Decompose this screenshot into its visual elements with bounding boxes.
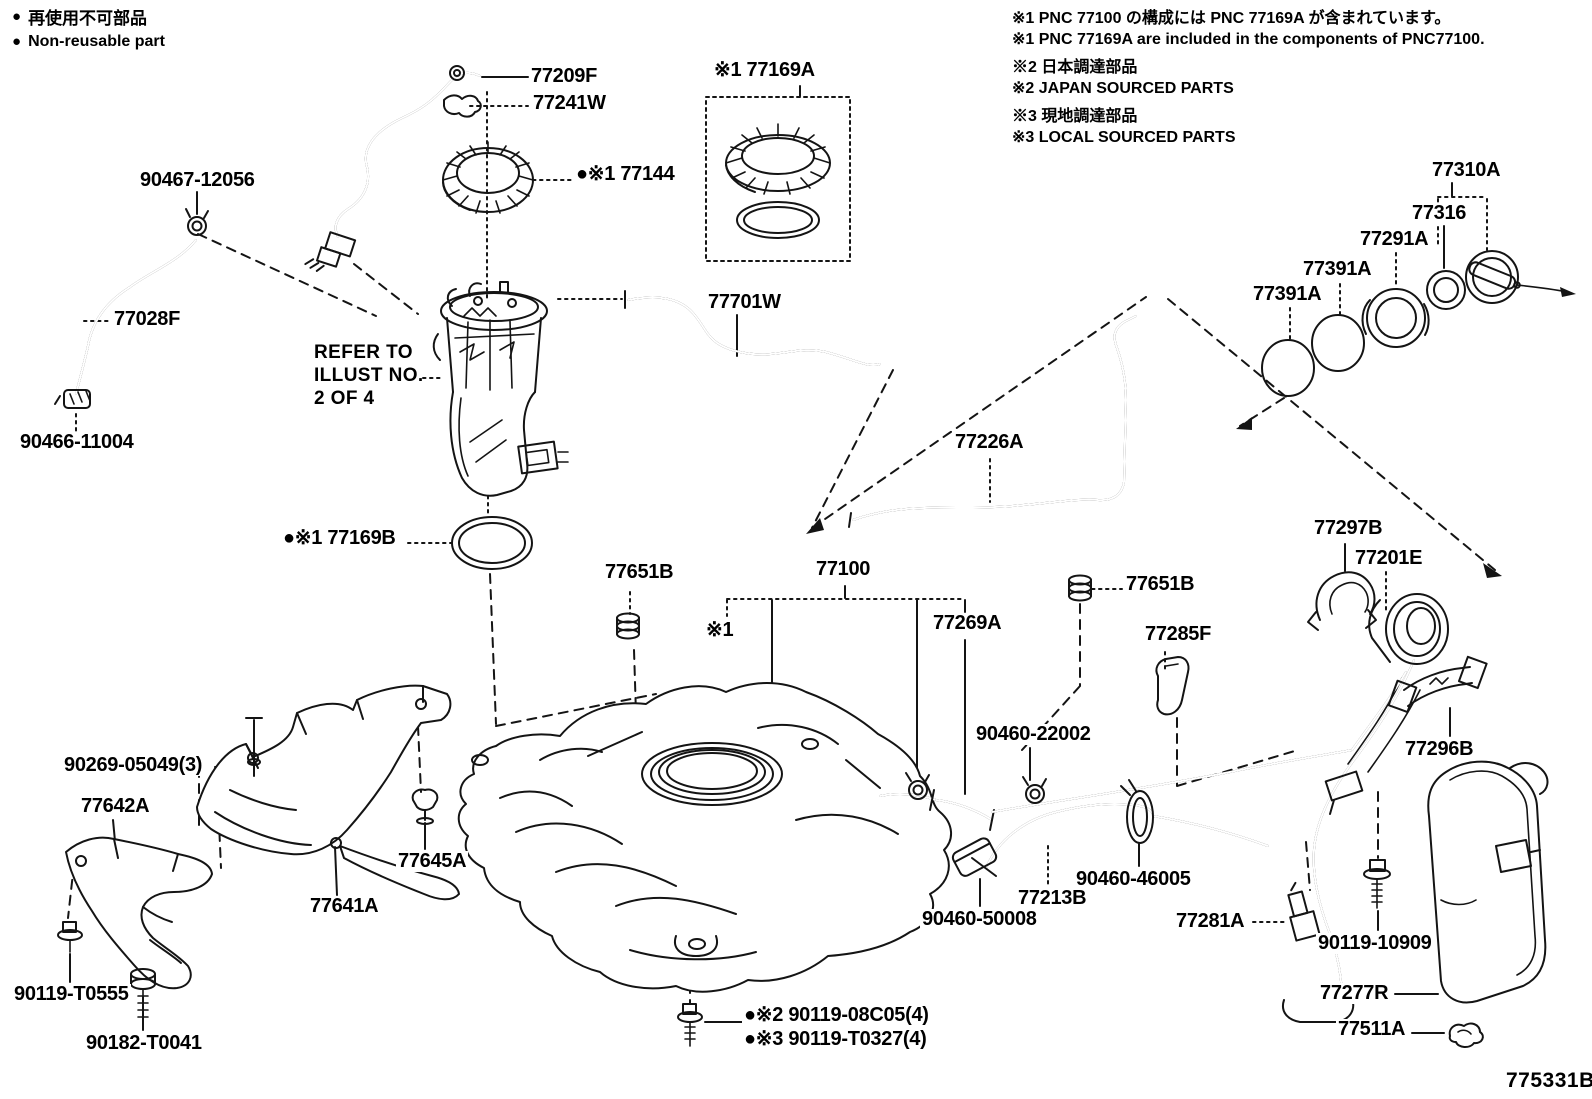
part-label-90119-t0555[interactable]: 90119-T0555: [12, 983, 131, 1005]
fuel-tank-art: [457, 682, 952, 993]
part-label-77169b[interactable]: ●※1 77169B: [281, 527, 398, 549]
note-line-6: ※3 LOCAL SOURCED PARTS: [1012, 128, 1236, 146]
part-label-90182-t0041[interactable]: 90182-T0041: [84, 1032, 204, 1054]
part-label-77310a[interactable]: 77310A: [1430, 159, 1503, 181]
refer-line-1: REFER TO: [314, 342, 413, 363]
part-label-77201e[interactable]: 77201E: [1353, 547, 1425, 569]
arrowheads: [806, 417, 1502, 578]
part-label-77277r[interactable]: 77277R: [1318, 982, 1391, 1004]
part-label-77209f[interactable]: 77209F: [529, 65, 600, 87]
part-label-90460-46005[interactable]: 90460-46005: [1074, 868, 1193, 890]
cap-parts-art: [1261, 250, 1576, 397]
construction-lines: [67, 233, 1496, 1005]
dotted-leaders: [75, 91, 1488, 923]
legend: ● 再使用不可部品 ● Non-reusable part: [12, 4, 165, 54]
refer-line-3: 2 OF 4: [314, 388, 375, 409]
part-label-77297b[interactable]: 77297B: [1312, 517, 1385, 539]
inset-box-art: [705, 96, 851, 262]
diagram-code: 775331B: [1506, 1069, 1592, 1092]
note-line-1: ※1 PNC 77100 の構成には PNC 77169A が含まれています。: [1012, 10, 1451, 27]
lock-ring-art: [442, 141, 534, 214]
legend-row-en: ● Non-reusable part: [12, 29, 165, 54]
part-label-77285f[interactable]: 77285F: [1143, 623, 1214, 645]
note-line-4: ※2 JAPAN SOURCED PARTS: [1012, 79, 1234, 97]
refer-note: REFER TO ILLUST NO. 2 OF 4: [314, 341, 424, 410]
part-label-77226a[interactable]: 77226A: [953, 431, 1026, 453]
gasket-ring-art: [451, 516, 533, 570]
part-label-77269a[interactable]: 77269A: [931, 612, 1004, 634]
heat-shield-art: [1427, 760, 1549, 1004]
hoses-art: [75, 65, 1353, 877]
note-line-2: ※1 PNC 77169A are included in the compon…: [1012, 30, 1485, 48]
note-line-3: ※2 日本調達部品: [1012, 59, 1138, 76]
part-label-ref-mark-1[interactable]: ※1: [704, 619, 736, 641]
legend-nonreusable-ja: 再使用不可部品: [28, 9, 148, 28]
part-label-77281a[interactable]: 77281A: [1174, 910, 1247, 932]
footnotes: ※1 PNC 77100 の構成には PNC 77169A が含まれています。 …: [1012, 4, 1485, 151]
part-label-90460-50008[interactable]: 90460-50008: [920, 908, 1039, 930]
part-label-90466-11004[interactable]: 90466-11004: [18, 431, 136, 453]
nonreusable-bullet-icon: ●: [12, 33, 22, 50]
part-label-90269-05049[interactable]: 90269-05049(3): [62, 754, 205, 776]
part-label-77169a[interactable]: ※1 77169A: [712, 59, 817, 81]
part-label-90460-22002[interactable]: 90460-22002: [974, 723, 1093, 745]
grommet-right-art: [1068, 574, 1092, 602]
part-label-77291a[interactable]: 77291A: [1358, 228, 1431, 250]
part-label-77651b-right[interactable]: 77651B: [1124, 573, 1197, 595]
refer-line-2: ILLUST NO.: [314, 365, 424, 386]
part-label-77641a[interactable]: 77641A: [308, 895, 381, 917]
fasteners-art: [57, 717, 1484, 1048]
part-label-77511a[interactable]: 77511A: [1336, 1018, 1408, 1040]
grommet-left-art: [616, 612, 640, 640]
part-label-77391a-upper[interactable]: 77391A: [1301, 258, 1374, 280]
part-label-77316[interactable]: 77316: [1410, 202, 1469, 224]
part-label-77144[interactable]: ●※1 77144: [574, 163, 677, 185]
part-label-77701w[interactable]: 77701W: [706, 291, 783, 313]
note-line-5: ※3 現地調達部品: [1012, 108, 1138, 125]
nonreusable-bullet-icon: ●: [12, 8, 22, 25]
legend-row-ja: ● 再使用不可部品: [12, 4, 165, 29]
part-label-77213b[interactable]: 77213B: [1016, 887, 1089, 909]
legend-nonreusable-en: Non-reusable part: [28, 32, 165, 50]
part-label-77241w[interactable]: 77241W: [531, 92, 608, 114]
part-label-77296b[interactable]: 77296B: [1403, 738, 1476, 760]
part-label-77391a-lower[interactable]: 77391A: [1251, 283, 1324, 305]
part-label-90467-12056[interactable]: 90467-12056: [138, 169, 257, 191]
clamps-art: [54, 208, 1154, 877]
protector-plates-art: [65, 684, 460, 990]
part-label-77645a[interactable]: 77645A: [396, 850, 469, 872]
part-label-90119-08c05[interactable]: ●※2 90119-08C05(4): [742, 1004, 931, 1026]
part-label-77651b-left[interactable]: 77651B: [603, 561, 676, 583]
part-label-90119-10909[interactable]: 90119-10909: [1316, 932, 1434, 954]
part-label-90119-t0327[interactable]: ●※3 90119-T0327(4): [742, 1028, 929, 1050]
fuel-pump-assembly-art: [432, 281, 569, 497]
part-label-77028f[interactable]: 77028F: [112, 308, 183, 330]
part-label-77642a[interactable]: 77642A: [79, 795, 152, 817]
part-label-77100[interactable]: 77100: [814, 558, 873, 580]
